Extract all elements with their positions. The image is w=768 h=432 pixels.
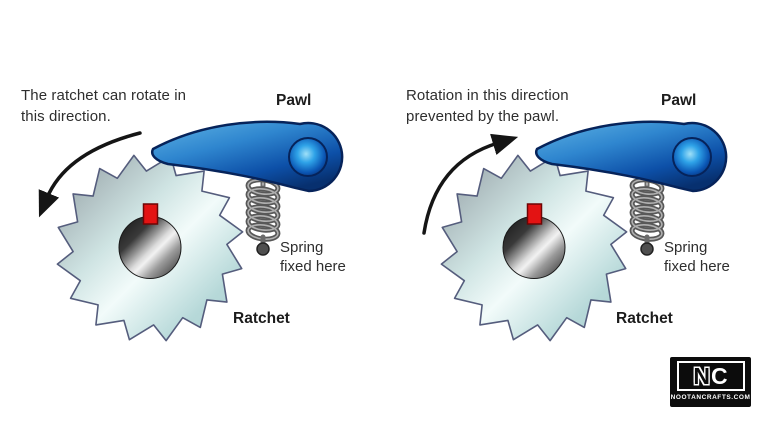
rotation-arrow-left (38, 131, 142, 218)
right-caption: Rotation in this direction prevented by … (406, 85, 569, 127)
left-spring-label-line2: fixed here (280, 258, 346, 275)
right-spring-label-line2: fixed here (664, 258, 730, 275)
logo-site-name: NOOTANCRAFTS.COM (670, 394, 751, 401)
right-spring-label: Spring fixed here (664, 238, 730, 276)
ratchet-mechanism-right (441, 122, 726, 341)
logo-letter-c: C (711, 362, 728, 389)
right-pawl-label: Pawl (661, 92, 697, 109)
right-caption-line2: prevented by the pawl. (406, 108, 560, 125)
watermark-logo: N C NOOTANCRAFTS.COM (670, 357, 751, 407)
left-ratchet-label: Ratchet (233, 310, 290, 327)
rotation-arrow-right (422, 133, 519, 235)
right-caption-line1: Rotation in this direction (406, 87, 569, 104)
right-spring-label-line1: Spring (664, 239, 708, 256)
left-spring-label: Spring fixed here (280, 238, 346, 276)
left-caption-line2: this direction. (21, 108, 111, 125)
ratchet-mechanism-left (57, 122, 342, 341)
right-ratchet-label: Ratchet (616, 310, 673, 327)
logo-letter-n: N (693, 362, 710, 389)
left-pawl-label: Pawl (276, 92, 312, 109)
logo-frame: N C (676, 361, 745, 391)
left-spring-label-line1: Spring (280, 239, 324, 256)
left-caption: The ratchet can rotate in this direction… (21, 85, 186, 127)
left-caption-line1: The ratchet can rotate in (21, 87, 187, 104)
